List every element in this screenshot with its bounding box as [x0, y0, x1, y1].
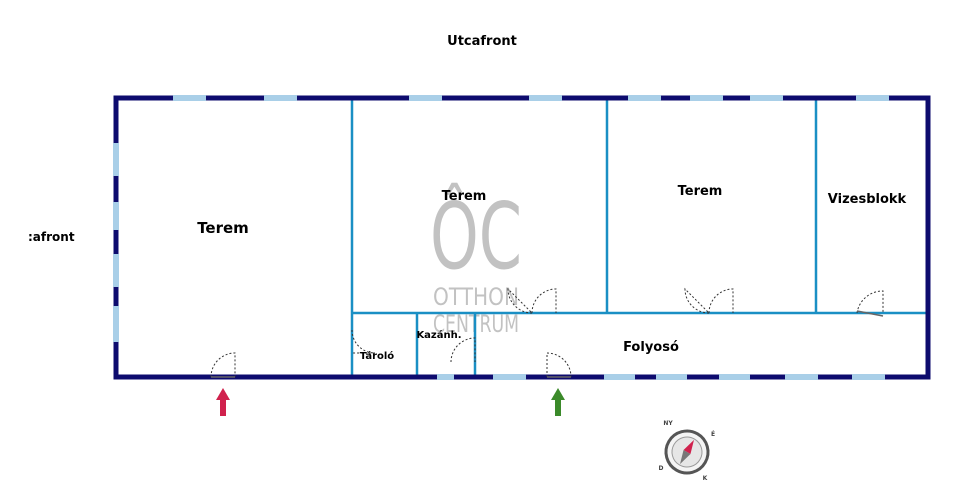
- entrance-arrow-green-icon: [551, 388, 565, 416]
- watermark-line1: OTTHON: [433, 283, 519, 311]
- room-label-vizesblokk: Vizesblokk: [828, 192, 907, 207]
- windows: [113, 95, 889, 380]
- compass-label-e: É: [711, 430, 715, 438]
- outer-wall: [113, 95, 931, 380]
- room-label-kazanh: Kazánh.: [416, 329, 461, 341]
- room-label-tarolo: Tároló: [360, 350, 395, 362]
- doors: [210, 287, 884, 378]
- street-label-left: :afront: [28, 230, 75, 244]
- entrance-arrow-red-icon: [216, 388, 230, 416]
- compass-icon: [664, 429, 710, 475]
- compass-label-n: NY: [663, 420, 673, 427]
- watermark-logo: ÔC OTTHON CENTRUM: [430, 181, 522, 338]
- watermark-logo-mark: ÔC: [430, 181, 522, 290]
- compass-label-w: D: [659, 465, 664, 472]
- room-label-folyoso: Folyosó: [623, 340, 679, 355]
- room-label-terem-left: Terem: [197, 219, 249, 237]
- compass-labels: NY É K D: [659, 420, 716, 482]
- room-label-terem-mid: Terem: [442, 189, 487, 204]
- compass-label-s: K: [703, 475, 708, 482]
- door-leaves: [211, 310, 884, 378]
- street-label-top: Utcafront: [447, 34, 517, 49]
- room-label-terem-right: Terem: [678, 184, 723, 199]
